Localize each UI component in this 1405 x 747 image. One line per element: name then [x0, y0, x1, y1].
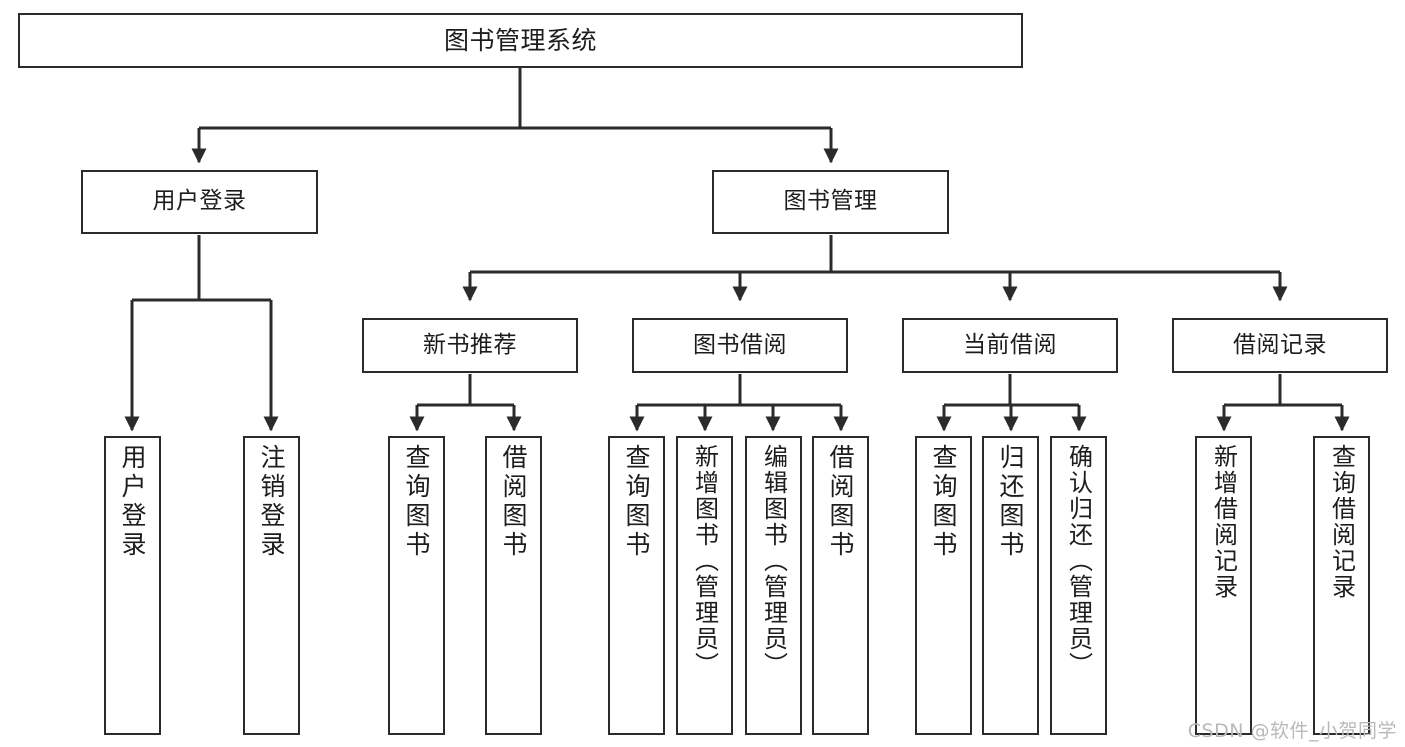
- node-book-borrow[interactable]: 图书借阅: [632, 318, 848, 373]
- node-current-borrow[interactable]: 当前借阅: [902, 318, 1118, 373]
- leaf-query-book-borrow[interactable]: 查询图书: [608, 436, 665, 735]
- leaf-borrow-book-recommend[interactable]: 借阅图书: [485, 436, 542, 735]
- node-label: 借阅图书: [499, 444, 528, 560]
- leaf-query-borrow-record[interactable]: 查询借阅记录: [1313, 436, 1370, 735]
- node-label: 新增借阅记录: [1209, 444, 1238, 600]
- node-label: 当前借阅: [963, 331, 1057, 358]
- node-label: 查询图书: [402, 444, 431, 560]
- leaf-confirm-return-admin[interactable]: 确认归还（管理员）: [1050, 436, 1107, 735]
- leaf-logout[interactable]: 注销登录: [243, 436, 300, 735]
- node-label: 查询图书: [622, 444, 651, 560]
- node-label: 用户登录: [152, 188, 247, 215]
- leaf-query-book-current[interactable]: 查询图书: [915, 436, 972, 735]
- node-label: 确认归还（管理员）: [1064, 444, 1093, 678]
- node-label: 图书借阅: [693, 331, 787, 358]
- node-label: 借阅记录: [1233, 331, 1327, 358]
- node-label: 查询借阅记录: [1327, 444, 1356, 600]
- node-label: 注销登录: [257, 444, 286, 560]
- leaf-borrow-book[interactable]: 借阅图书: [812, 436, 869, 735]
- node-label: 编辑图书（管理员）: [759, 444, 788, 678]
- node-label: 用户登录: [118, 444, 147, 560]
- node-label: 图书管理: [783, 188, 878, 215]
- node-root-system[interactable]: 图书管理系统: [18, 13, 1023, 68]
- node-new-book-recommend[interactable]: 新书推荐: [362, 318, 578, 373]
- node-label: 归还图书: [996, 444, 1025, 560]
- leaf-edit-book-admin[interactable]: 编辑图书（管理员）: [745, 436, 802, 735]
- node-label: 新书推荐: [423, 331, 517, 358]
- leaf-return-book[interactable]: 归还图书: [982, 436, 1039, 735]
- node-label: 查询图书: [929, 444, 958, 560]
- leaf-user-login[interactable]: 用户登录: [104, 436, 161, 735]
- leaf-query-book-recommend[interactable]: 查询图书: [388, 436, 445, 735]
- node-book-management[interactable]: 图书管理: [712, 170, 949, 234]
- leaf-add-book-admin[interactable]: 新增图书（管理员）: [676, 436, 733, 735]
- node-label: 图书管理系统: [443, 25, 597, 55]
- node-user-login[interactable]: 用户登录: [81, 170, 318, 234]
- leaf-add-borrow-record[interactable]: 新增借阅记录: [1195, 436, 1252, 735]
- watermark: CSDN @软件_小贺同学: [1187, 720, 1397, 742]
- node-borrow-records[interactable]: 借阅记录: [1172, 318, 1388, 373]
- node-label: 新增图书（管理员）: [690, 444, 719, 678]
- node-label: 借阅图书: [826, 444, 855, 560]
